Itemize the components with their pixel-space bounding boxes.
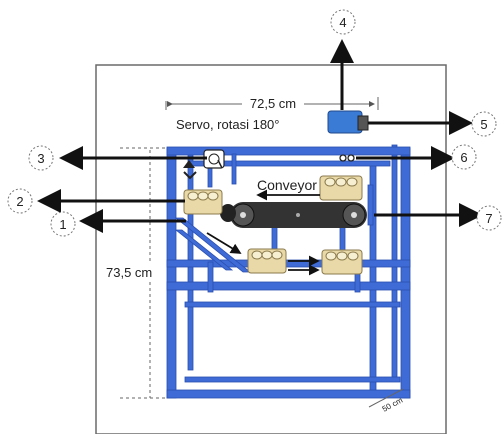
egg-tray-left bbox=[183, 189, 223, 215]
servo-label: Servo, rotasi 180° bbox=[176, 117, 279, 132]
callout-4-badge bbox=[330, 9, 356, 35]
callout-7: 7 bbox=[485, 211, 492, 226]
frame bbox=[166, 144, 411, 399]
callout-lines bbox=[37, 39, 483, 233]
motor-icon bbox=[327, 110, 369, 134]
width-dimension bbox=[165, 97, 379, 110]
egg-tray-lower-right bbox=[321, 249, 363, 275]
callout-1-badge bbox=[50, 211, 76, 237]
callout-7-badge bbox=[476, 205, 502, 231]
callout-2: 2 bbox=[16, 194, 23, 209]
depth-dimension bbox=[368, 388, 404, 408]
callout-6-badge bbox=[451, 144, 477, 170]
callout-1: 1 bbox=[59, 217, 66, 232]
callout-3-badge bbox=[28, 145, 54, 171]
flow-arrows bbox=[206, 189, 320, 276]
callout-5: 5 bbox=[480, 117, 487, 132]
sensor-icon bbox=[339, 154, 355, 162]
callout-5-badge bbox=[471, 111, 497, 137]
egg-tray-lower-left bbox=[247, 248, 287, 274]
callout-3: 3 bbox=[37, 151, 44, 166]
height-dimension bbox=[120, 147, 168, 399]
conveyor-label: Conveyor bbox=[257, 177, 317, 193]
width-label: 72,5 cm bbox=[250, 96, 296, 111]
callout-6: 6 bbox=[460, 150, 467, 165]
egg-tray-conveyor bbox=[319, 175, 363, 201]
callout-badges bbox=[7, 9, 502, 237]
conveyor-belt bbox=[220, 202, 367, 228]
height-label: 73,5 cm bbox=[106, 265, 152, 280]
servo-icon bbox=[183, 149, 225, 180]
callout-2-badge bbox=[7, 188, 33, 214]
callout-4: 4 bbox=[339, 15, 346, 30]
